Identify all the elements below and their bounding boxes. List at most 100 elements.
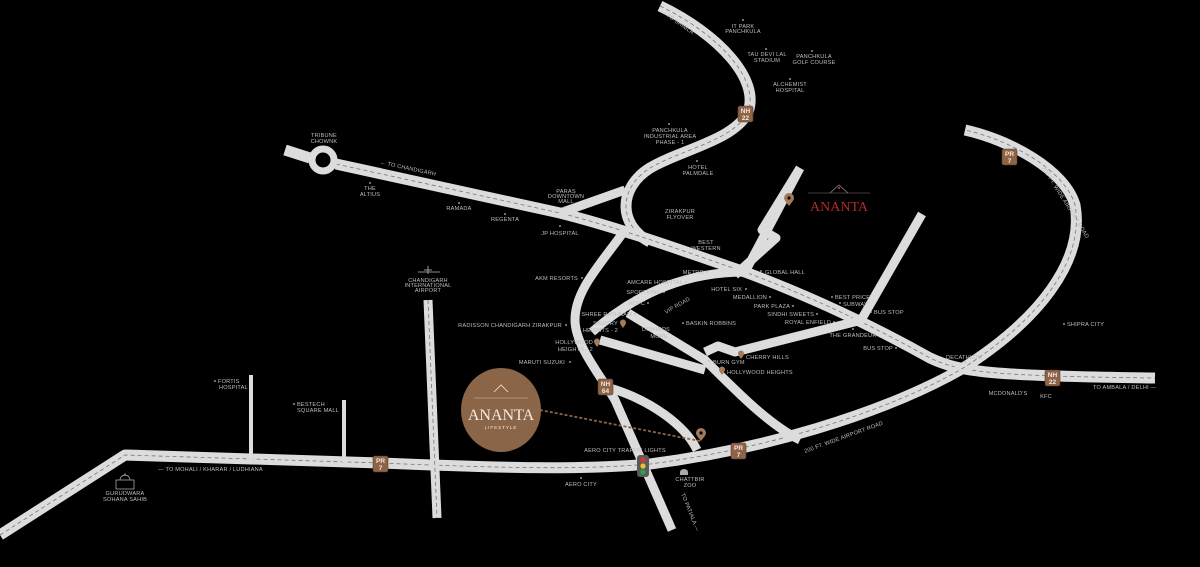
place-label: PARAS (556, 189, 576, 195)
place-label: AERO CITY TRAFFIC LIGHTS (584, 448, 666, 454)
road-centerline (427, 299, 438, 519)
location-pin-icon (696, 428, 706, 441)
pr7-badge: PR7 (730, 442, 747, 460)
place-label: ALTIUS (360, 192, 380, 198)
ananta-road (731, 165, 804, 279)
place-label: PHASE - 1 (656, 140, 685, 146)
place-label: BUS STOP (874, 310, 904, 316)
place-label: REGENTA (491, 217, 519, 223)
place-label: IT PARK (732, 24, 755, 30)
badge-line: 22 (1049, 379, 1057, 386)
roads (0, 1, 1156, 540)
place-label: AIRPORT (415, 288, 442, 294)
place-label: BASKIN ROBBINS (686, 321, 736, 327)
dominos-road (625, 309, 803, 445)
place-label: BEST PRICE (835, 295, 870, 301)
place-label: THE GRANDEUR (829, 333, 876, 339)
place-label: MCDONALD'S (989, 391, 1028, 397)
badge-line: PR (1005, 151, 1014, 158)
badge-line: NH (1048, 372, 1058, 379)
place-label: PANCHKULA (796, 54, 832, 60)
place-label: BESTECH (297, 402, 325, 408)
cherry-hills-road (703, 315, 864, 357)
place-label: GURUDWARA (106, 491, 145, 497)
place-label: HOTEL (688, 165, 708, 171)
place-label: CHERRY HILLS (746, 355, 789, 361)
place-label: MORE (650, 334, 668, 340)
badge-line: 64 (602, 388, 610, 395)
place-label: AKM RESORTS (535, 276, 578, 282)
badge-line: 22 (742, 115, 750, 122)
place-label: HEIGHTS - 2 (583, 328, 618, 334)
place-label: FLYOVER (666, 215, 693, 221)
place-label: GOLF COURSE (793, 60, 836, 66)
place-label: MARUTI SUZUKI (519, 360, 565, 366)
place-label: METRO (683, 270, 705, 276)
place-label: ZOO (684, 483, 697, 489)
place-label: PARK PLAZA (754, 304, 790, 310)
place-label: DECATHLON (946, 355, 982, 361)
place-label: PALMDALE (682, 171, 713, 177)
to-patiala-label: TO PATIALA — (679, 493, 700, 533)
airplane-icon (418, 266, 440, 274)
place-label: JP HOSPITAL (541, 231, 578, 237)
pr7-badge: PR7 (372, 455, 389, 473)
place-label: SPORTKING (626, 290, 661, 296)
badge-line: 7 (1008, 158, 1012, 165)
place-label: RAMADA (446, 206, 471, 212)
place-label: AERO CITY (565, 482, 597, 488)
vip-road-label: VIP ROAD (664, 296, 691, 315)
flyover-ramp (558, 185, 627, 218)
place-label: SUBWAY (843, 302, 868, 308)
location-pin-icon (594, 338, 600, 347)
place-label: HEIGHTS - 2 (558, 347, 593, 353)
zoo-icon (680, 469, 688, 475)
place-label: BUS STOP (863, 346, 893, 352)
place-label: TRIBUNE (311, 133, 337, 139)
place-label: SHIPRA CITY (1067, 322, 1104, 328)
place-label: PANCHKULA (652, 128, 688, 134)
location-pin-icon (620, 319, 626, 328)
place-label: STADIUM (754, 58, 780, 64)
road-centerline (0, 129, 1077, 536)
place-label: AMCARE HOSPITAL (627, 280, 683, 286)
ananta-logo: ANANTA (808, 184, 870, 215)
cross-road (598, 335, 707, 375)
place-label: HOSPITAL (776, 88, 805, 94)
badge-line: NH (741, 108, 751, 115)
badge-line: NH (601, 381, 611, 388)
location-pointer-line (539, 409, 701, 442)
tribune-roundabout (308, 145, 338, 175)
place-label: HOLLYWOOD (555, 340, 593, 346)
place-label: KFC (1040, 394, 1052, 400)
place-label: MALL (558, 199, 573, 205)
logo-name: ANANTA (468, 407, 535, 424)
place-label: ALCHEMIST (773, 82, 807, 88)
place-label: TAU DEVI LAL (747, 52, 786, 58)
place-label: BEST (698, 240, 714, 246)
place-label: THE (364, 186, 376, 192)
place-label: CHOWNK (311, 139, 338, 145)
location-pin-icon (719, 366, 725, 375)
badge-line: 7 (379, 465, 383, 472)
to-mohali-label: — TO MOHALI / KHARAR / LUDHIANA (158, 467, 263, 473)
place-label: DOWNTOWN (548, 194, 584, 200)
place-label: PANCHKULA (725, 29, 761, 35)
place-label: HDFC (629, 301, 645, 307)
place-label: SQUARE MALL (297, 408, 339, 414)
place-label: SAVITRY (593, 321, 618, 327)
airport-road-label: 200 FT. WIDE AIRPORT ROAD (1040, 166, 1089, 240)
place-label: WESTERN (691, 246, 720, 252)
place-label: SOHANA SAHIB (103, 497, 147, 503)
place-label: BURN GYM (713, 360, 745, 366)
place-label: SHREE RATHNAM (581, 312, 632, 318)
place-label: ROYAL ENFIELD (785, 320, 831, 326)
to-ambala-label: TO AMBALA / DELHI — (1093, 385, 1157, 391)
place-label: HOLLYWOOD HEIGHTS (727, 370, 793, 376)
